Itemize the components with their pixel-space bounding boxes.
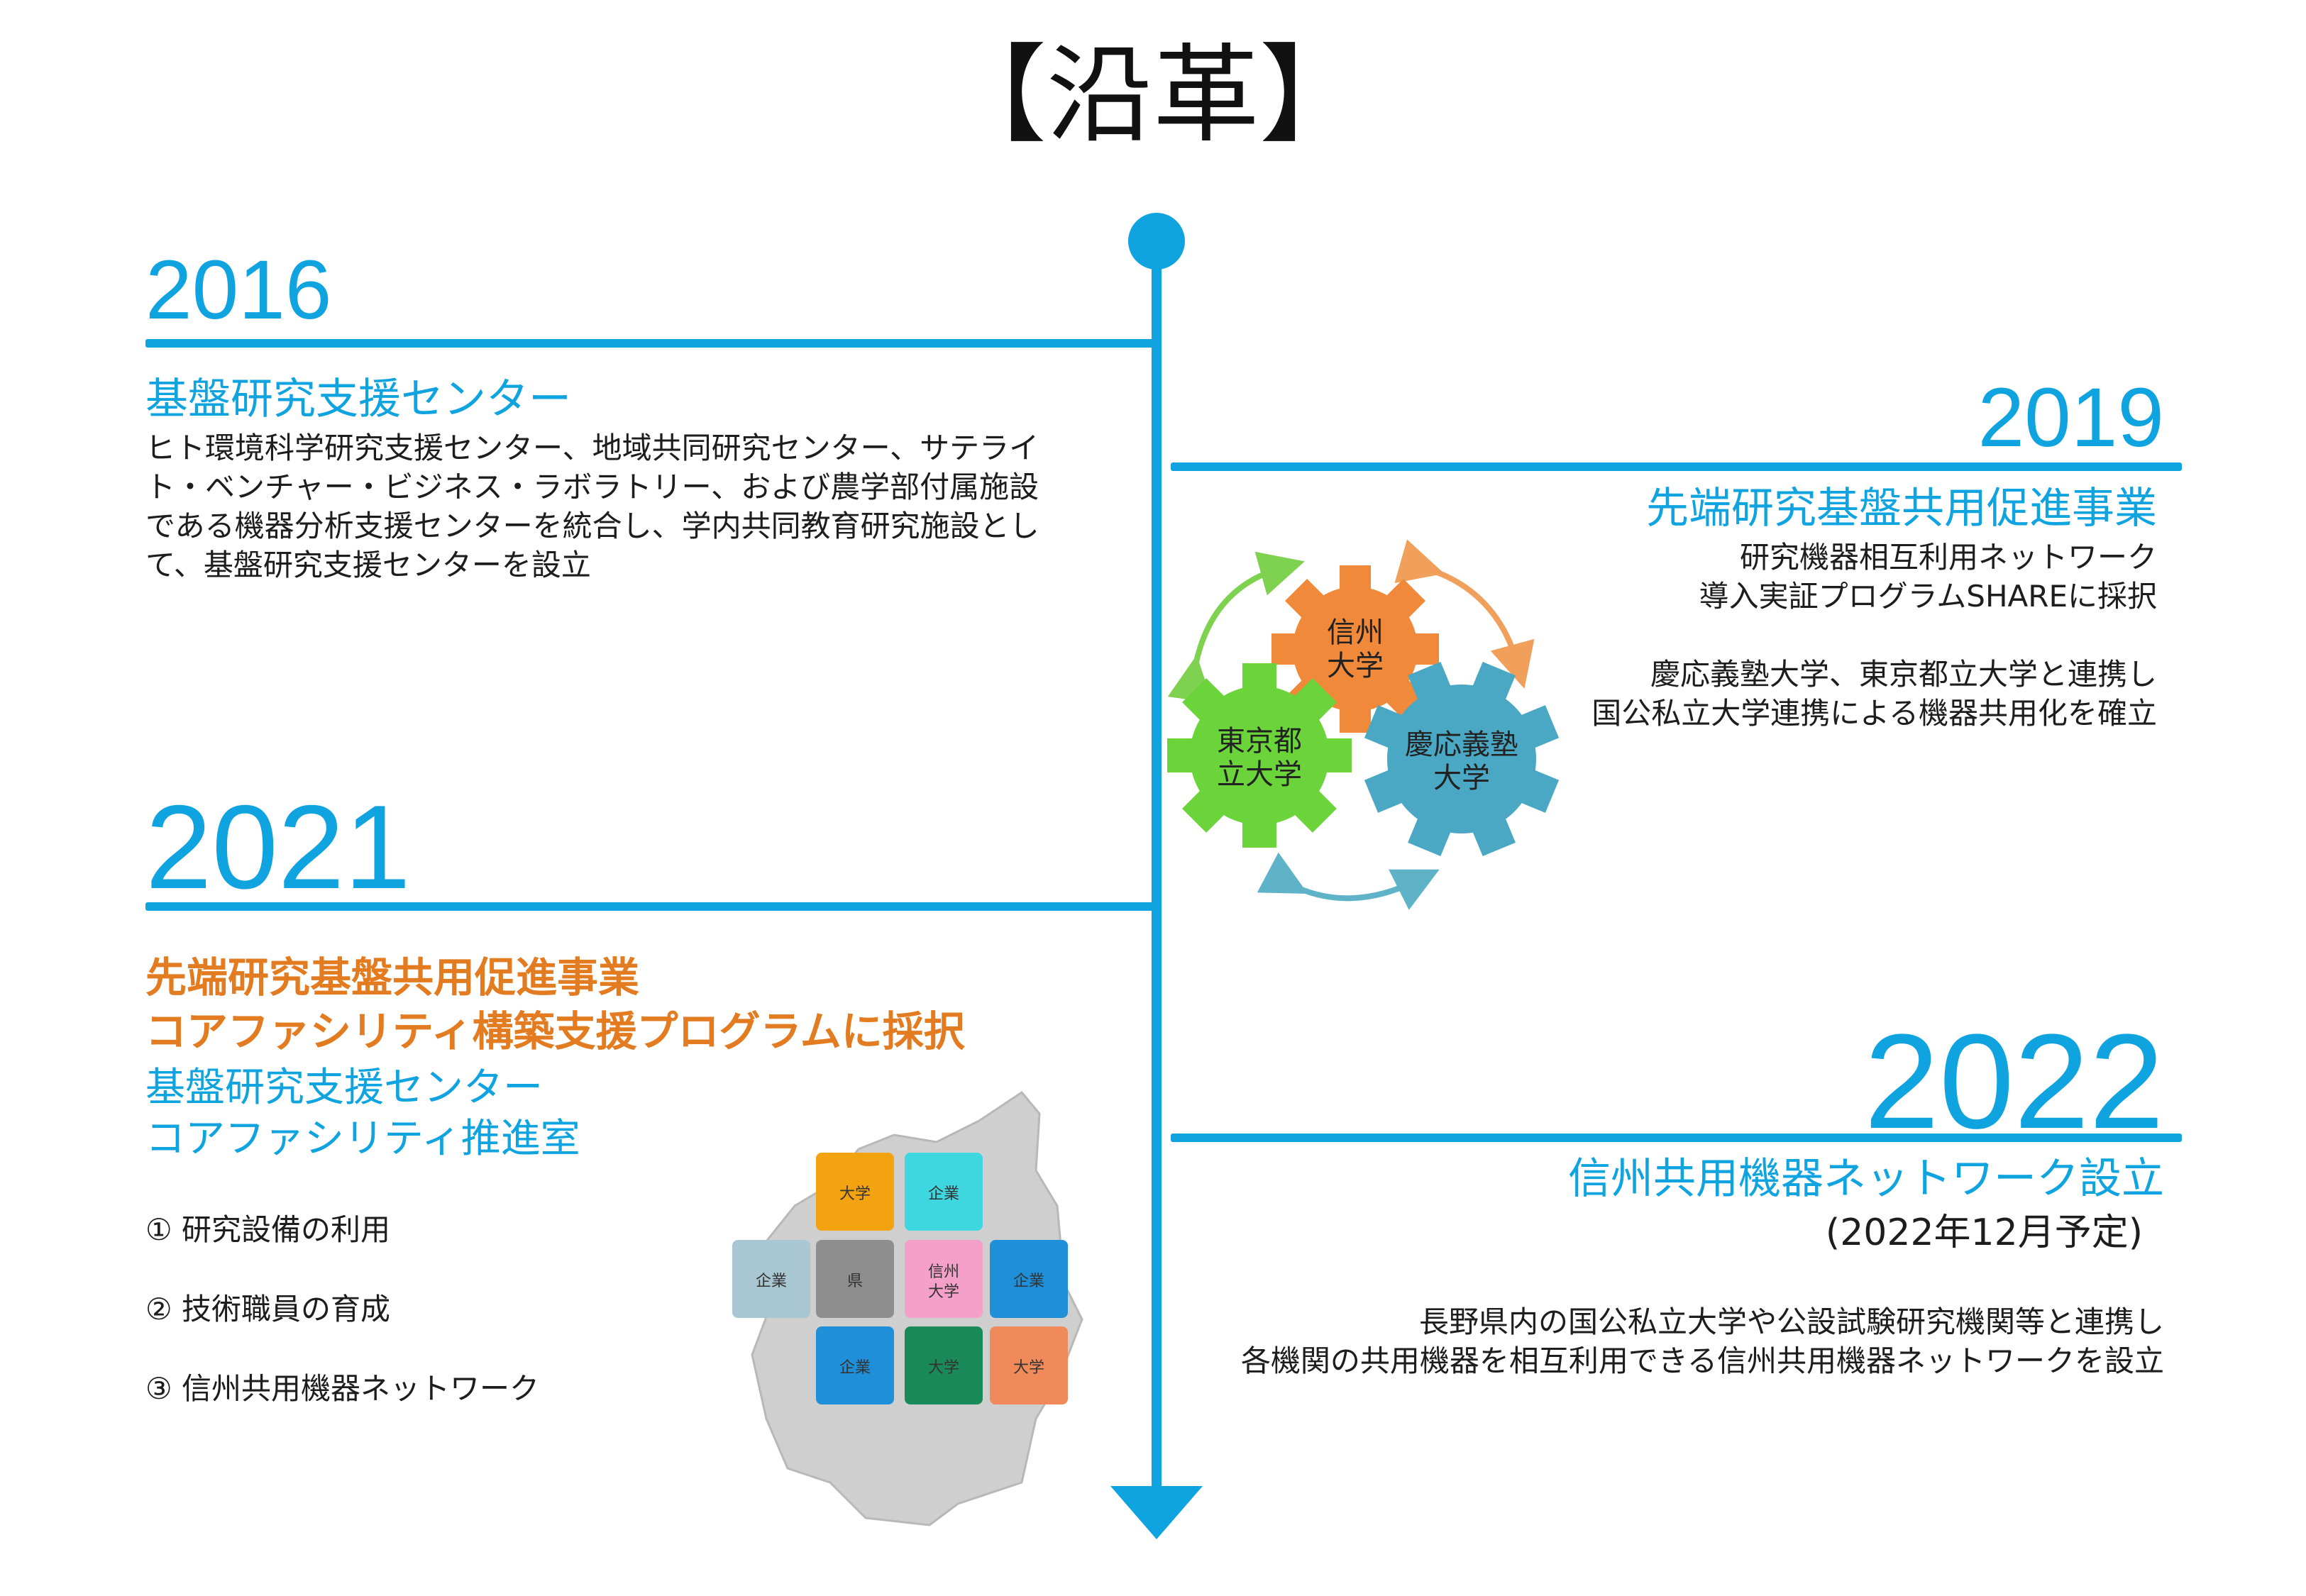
divider-2016 — [145, 339, 1157, 348]
puzzle-piece — [990, 1240, 1068, 1318]
year-2016: 2016 — [145, 243, 332, 337]
puzzle-label: 企業 — [839, 1359, 871, 1377]
year-2021: 2021 — [145, 780, 411, 914]
description-2016-line: である機器分析支援センターを統合し、学内共同教育研究施設とし — [145, 509, 1039, 543]
page-title: 【沿革】 — [939, 34, 1366, 157]
puzzle-piece — [990, 1326, 1068, 1404]
description-2019-line: 国公私立大学連携による機器共用化を確立 — [1591, 696, 2157, 731]
puzzle-piece — [732, 1240, 810, 1318]
puzzle-label: 企業 — [1013, 1273, 1044, 1290]
year-2019: 2019 — [1977, 371, 2164, 465]
gear-label: 立大学 — [1217, 758, 1302, 791]
divider-2022 — [1171, 1134, 2182, 1142]
heading-2021-blue: 基盤研究支援センター コアファシリティ推進室 — [145, 1063, 580, 1165]
heading-2021-orange-line: 先端研究基盤共用促進事業 — [145, 953, 640, 1002]
arrow-green-icon — [1167, 551, 1305, 704]
gears-illustration: 信州 大学 東京都 立大学 慶応義塾 大学 — [1167, 539, 1560, 910]
description-2016-line: ヒト環境科学研究支援センター、地域共同研究センター、サテライ — [145, 431, 1039, 465]
gear-label: 東京都 — [1217, 725, 1302, 758]
heading-2021-blue-line: 基盤研究支援センター — [145, 1065, 543, 1111]
divider-2019 — [1171, 462, 2182, 471]
puzzle-piece — [816, 1326, 894, 1404]
puzzle-label: 大学 — [928, 1283, 959, 1301]
puzzle-piece — [905, 1153, 983, 1231]
gear-label: 慶応義塾 — [1405, 728, 1518, 761]
timeline-arrow-icon — [1110, 1486, 1203, 1539]
gear-blue-icon — [1364, 661, 1560, 857]
heading-2021-orange: 先端研究基盤共用促進事業 コアファシリティ構築支援プログラムに採択 — [145, 951, 965, 1058]
description-2019: 研究機器相互利用ネットワーク 導入実証プログラムSHAREに採択 慶応義塾大学、… — [1348, 538, 2157, 733]
heading-2021-orange-line: コアファシリティ構築支援プログラムに採択 — [145, 1007, 965, 1055]
puzzle-label: 企業 — [928, 1185, 959, 1203]
divider-2021 — [145, 902, 1157, 911]
puzzle-piece — [816, 1240, 894, 1318]
timeline-line — [1152, 241, 1162, 1486]
description-2016-line: て、基盤研究支援センターを設立 — [145, 548, 591, 582]
program-list-item: ② 技術職員の育成 — [145, 1292, 391, 1326]
puzzle-label: 信州 — [928, 1263, 959, 1281]
puzzle-piece — [905, 1326, 983, 1404]
year-2022: 2022 — [1864, 1007, 2164, 1157]
program-list-item: ③ 信州共用機器ネットワーク — [145, 1371, 540, 1406]
gear-label: 信州 — [1327, 616, 1384, 649]
puzzle-label: 大学 — [928, 1359, 959, 1377]
heading-2022: 信州共用機器ネットワーク設立 — [1568, 1154, 2164, 1204]
program-list-item: ① 研究設備の利用 — [145, 1212, 391, 1247]
arrow-orange-icon — [1394, 539, 1535, 689]
description-2016-line: ト・ベンチャー・ビジネス・ラボラトリー、および農学部付属施設 — [145, 470, 1039, 504]
timeline-axis — [1110, 213, 1203, 1539]
arrow-blue-icon — [1257, 852, 1440, 910]
nagano-map-puzzle: 大学 企業 企業 県 信州 大学 企業 企業 大学 大学 — [732, 1091, 1083, 1526]
description-2022: 長野県内の国公私立大学や公設試験研究機関等と連携し 各機関の共用機器を相互利用で… — [1171, 1302, 2164, 1380]
puzzle-label: 企業 — [756, 1273, 787, 1290]
gear-green-icon — [1167, 663, 1352, 848]
gear-label: 大学 — [1433, 762, 1490, 794]
description-2022-line: 各機関の共用機器を相互利用できる信州共用機器ネットワークを設立 — [1240, 1343, 2164, 1378]
description-2022-line: 長野県内の国公私立大学や公設試験研究機関等と連携し — [1418, 1304, 2164, 1339]
heading-2019: 先端研究基盤共用促進事業 — [1646, 484, 2157, 533]
puzzle-label: 大学 — [839, 1185, 871, 1203]
puzzle-label: 県 — [847, 1273, 863, 1290]
gear-label: 大学 — [1327, 650, 1384, 682]
description-2019-line: 研究機器相互利用ネットワーク — [1739, 540, 2157, 575]
heading-2021-blue-line: コアファシリティ推進室 — [145, 1116, 580, 1162]
program-list: ① 研究設備の利用 ② 技術職員の育成 ③ 信州共用機器ネットワーク — [145, 1206, 539, 1408]
description-2019-line: 慶応義塾大学、東京都立大学と連携し — [1650, 657, 2157, 692]
puzzle-label: 大学 — [1013, 1359, 1044, 1377]
description-2019-line: 導入実証プログラムSHAREに採択 — [1699, 579, 2157, 614]
puzzle-piece — [905, 1240, 983, 1318]
puzzle-piece — [816, 1153, 894, 1231]
description-2016: ヒト環境科学研究支援センター、地域共同研究センター、サテライ ト・ベンチャー・ビ… — [145, 428, 1153, 584]
date-2022: (2022年12月予定) — [1825, 1212, 2143, 1254]
heading-2016: 基盤研究支援センター — [145, 375, 571, 424]
